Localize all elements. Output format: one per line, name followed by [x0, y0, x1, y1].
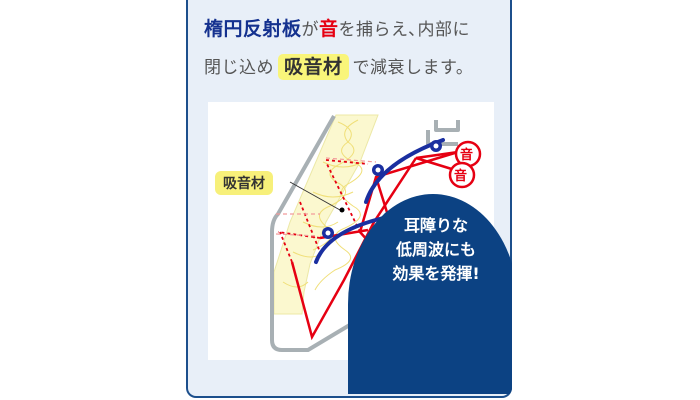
headline-term: 楕円反射板	[204, 18, 302, 40]
faint-paths	[275, 157, 377, 237]
badge-line-1: 耳障りな	[403, 216, 468, 235]
info-card: 楕円反射板が音を捕らえ､内部に 閉じ込め吸音材で減衰します。	[186, 0, 512, 398]
feature-badge	[348, 194, 512, 394]
headline-rest: を捕らえ､内部に	[338, 20, 471, 40]
headline-prefix: 閉じ込め	[204, 58, 274, 78]
headline-line-2: 閉じ込め吸音材で減衰します。	[188, 52, 512, 80]
headline-suffix: で減衰します。	[352, 58, 474, 78]
leader-dot	[339, 207, 345, 213]
sound-marker-2: 音	[454, 169, 468, 184]
card-clip: 楕円反射板が音を捕らえ､内部に 閉じ込め吸音材で減衰します。	[188, 0, 512, 396]
absorber-label: 吸音材	[215, 171, 273, 195]
absorber-region	[273, 114, 379, 315]
feature-badge-text: 耳障りな 低周波にも 効果を発揮!	[376, 214, 496, 286]
label-leader	[289, 181, 341, 211]
badge-line-3: 効果を発揮!	[392, 264, 480, 283]
reflected-paths	[277, 159, 369, 263]
headline-highlight: 吸音材	[278, 54, 349, 80]
headline-sound: 音	[319, 18, 339, 40]
badge-line-2: 低周波にも	[395, 240, 476, 259]
sound-marker-1: 音	[460, 148, 474, 163]
headline-line-1: 楕円反射板が音を捕らえ､内部に	[188, 14, 512, 41]
headline-particle: が	[301, 20, 320, 40]
